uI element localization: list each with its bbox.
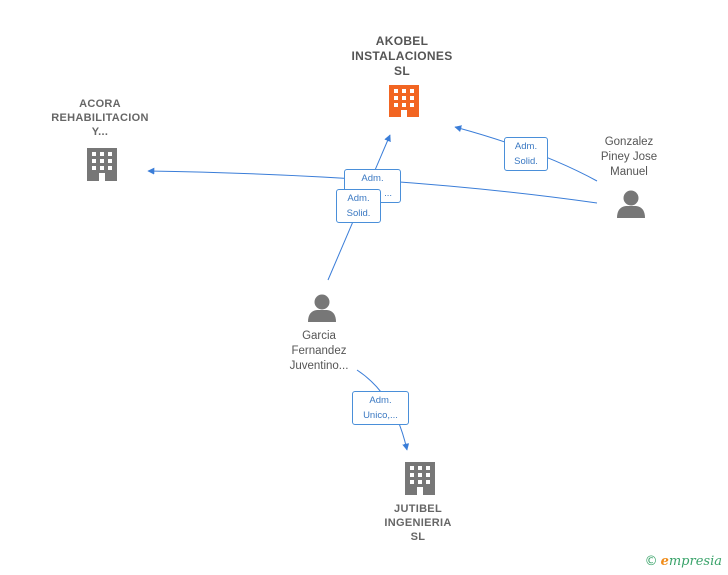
person-label-line: Gonzalez [604, 136, 654, 148]
company-label-line: INSTALACIONES [351, 49, 453, 63]
person-label-line: Piney Jose [600, 151, 658, 163]
edge-label-gonzalez-akobel[interactable]: Adm. Solid. [504, 137, 548, 171]
company-label-akobel[interactable]: AKOBEL INSTALACIONES SL [332, 34, 472, 79]
person-label-gonzalez[interactable]: Gonzalez Piney Jose Manuel [582, 135, 676, 180]
empresia-logo[interactable]: ©empresia [645, 554, 722, 569]
company-label-line: REHABILITACION [51, 112, 149, 124]
edge-label-line: ... [384, 188, 392, 199]
edge-label-line: Solid. [346, 208, 371, 219]
person-label-line: Fernandez [291, 345, 347, 357]
copyright-icon: © [644, 554, 658, 569]
building-icon[interactable] [87, 148, 117, 181]
company-label-line: SL [394, 64, 410, 78]
building-icon[interactable] [405, 462, 435, 495]
edge-label-line: Adm. [347, 193, 370, 204]
edge-label-garcia-jutibel[interactable]: Adm. Unico,... [352, 391, 409, 425]
person-label-line: Juventino... [289, 360, 349, 372]
company-label-line: AKOBEL [375, 34, 429, 48]
person-icon[interactable] [308, 294, 336, 323]
person-label-line: Garcia [302, 330, 336, 342]
company-label-line: INGENIERIA [384, 517, 452, 529]
brand-name: mpresia [668, 554, 722, 569]
person-label-line: Manuel [610, 166, 648, 178]
person-label-garcia[interactable]: Garcia Fernandez Juventino... [270, 329, 368, 374]
person-icon[interactable] [617, 190, 645, 219]
building-icon[interactable] [389, 85, 419, 117]
edge-label-line: Solid. [514, 156, 538, 167]
edge-label-garcia-akobel[interactable]: Adm. Solid. [336, 189, 381, 223]
company-label-line: JUTIBEL [394, 503, 442, 515]
company-label-line: Y... [91, 126, 109, 138]
company-label-line: ACORA [79, 98, 121, 110]
company-label-line: SL [410, 531, 426, 543]
brand-initial: e [660, 554, 669, 569]
edge-label-line: Adm. [514, 141, 538, 152]
edge-label-line: Adm. [361, 173, 384, 184]
company-label-jutibel[interactable]: JUTIBEL INGENIERIA SL [365, 502, 471, 544]
company-label-acora[interactable]: ACORA REHABILITACION Y... [40, 97, 160, 139]
edge-label-line: Unico,... [363, 410, 398, 421]
edge-label-line: Adm. [369, 395, 392, 406]
